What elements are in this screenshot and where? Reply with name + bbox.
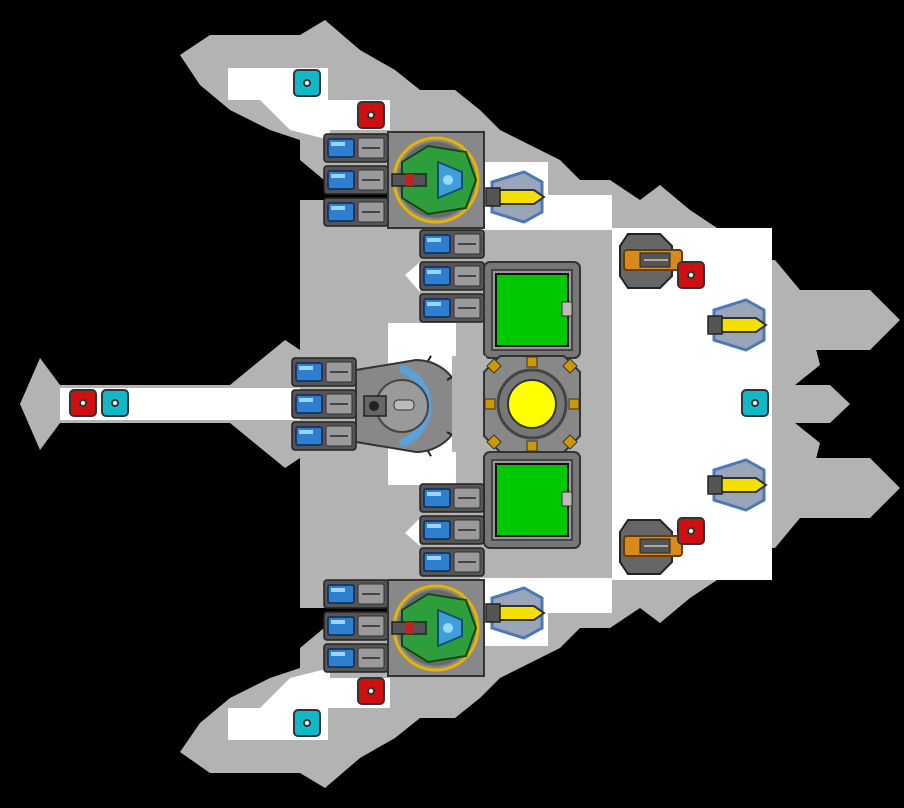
battery-lower-left[interactable] — [323, 579, 389, 673]
hull-tail-fin-mid — [770, 385, 850, 423]
laser-turret-lower[interactable] — [485, 586, 546, 640]
laser-turret-upper[interactable] — [485, 170, 546, 224]
floor-spine — [60, 388, 300, 420]
cannon-lower[interactable] — [619, 519, 683, 575]
cannon-upper[interactable] — [619, 233, 683, 289]
reactor-core[interactable] — [483, 355, 581, 453]
laser-turret-right-upper[interactable] — [707, 298, 768, 352]
floor-upper-turret-hall — [540, 195, 612, 230]
modules — [69, 69, 769, 737]
node-red-cannon-upper[interactable] — [677, 261, 705, 289]
floor-lower-turret-hall — [540, 578, 612, 613]
floor-notch-lower — [405, 518, 420, 546]
floor-notch-upper — [405, 262, 420, 292]
node-red-spine[interactable] — [69, 389, 97, 417]
node-red-upper-corridor[interactable] — [357, 101, 385, 129]
storage-lower[interactable] — [483, 451, 581, 549]
battery-lower-mid[interactable] — [419, 483, 485, 577]
weapon-module-lower[interactable] — [387, 579, 485, 677]
laser-turret-right-lower[interactable] — [707, 458, 768, 512]
node-red-cannon-lower[interactable] — [677, 517, 705, 545]
node-cyan-lower-corridor[interactable] — [293, 709, 321, 737]
node-cyan-spine[interactable] — [101, 389, 129, 417]
weapon-module-upper[interactable] — [387, 131, 485, 229]
battery-center[interactable] — [291, 357, 357, 451]
node-cyan-tail[interactable] — [741, 389, 769, 417]
cockpit-floor-gap — [452, 356, 486, 452]
storage-upper[interactable] — [483, 261, 581, 359]
hull-tail-fin-bot — [770, 423, 820, 463]
battery-upper-left[interactable] — [323, 133, 389, 227]
node-red-lower-corridor[interactable] — [357, 677, 385, 705]
battery-upper-mid[interactable] — [419, 229, 485, 323]
cockpit[interactable] — [355, 355, 463, 457]
node-cyan-upper-corridor[interactable] — [293, 69, 321, 97]
hull-tail-fin-top — [770, 345, 820, 385]
